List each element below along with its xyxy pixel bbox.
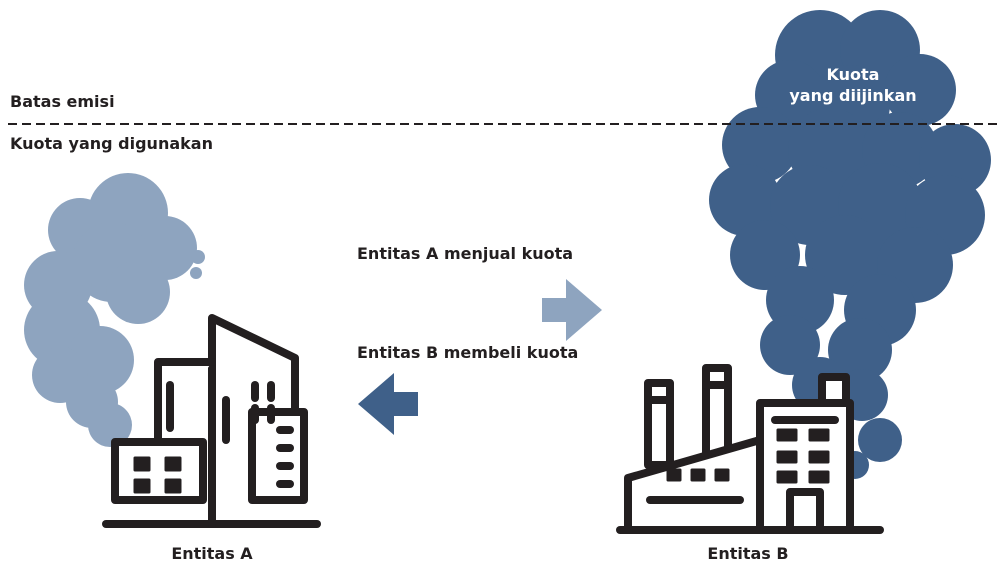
allowed-quota-line1: Kuota: [826, 65, 880, 84]
right-arrow-icon: [542, 279, 602, 341]
emission-limit-label: Batas emisi: [10, 92, 115, 111]
smoke-cloud-entity-b: [709, 10, 991, 479]
entity-b-label: Entitas B: [707, 544, 789, 563]
allowed-quota-label: Kuota yang diijinkan: [770, 64, 936, 106]
allowed-quota-line2: yang diijinkan: [789, 86, 917, 105]
buy-quota-label: Entitas B membeli kuota: [357, 343, 579, 362]
office-buildings-icon: [102, 314, 321, 528]
sell-quota-label: Entitas A menjual kuota: [357, 244, 574, 263]
entity-a-label: Entitas A: [171, 544, 253, 563]
left-arrow-icon: [358, 373, 418, 435]
quota-used-label: Kuota yang digunakan: [10, 134, 213, 153]
smoke-cloud-entity-a: [24, 173, 205, 447]
factory-icon: [616, 364, 884, 534]
